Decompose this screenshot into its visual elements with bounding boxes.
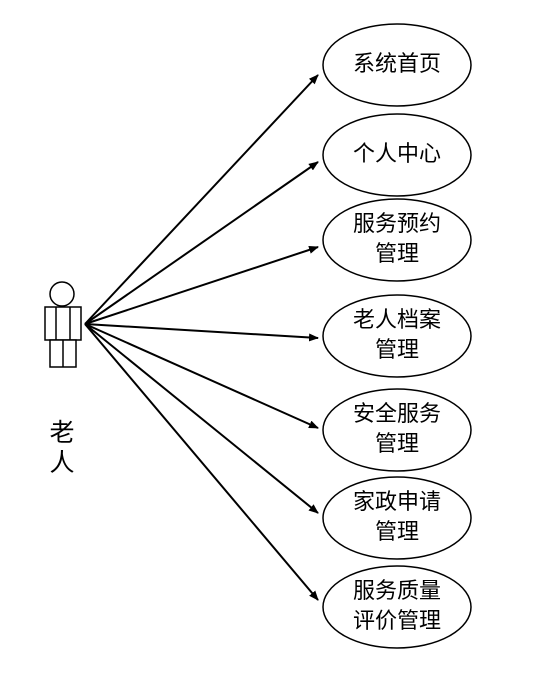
actor-head xyxy=(49,281,75,307)
use-case-label-elder-records: 老人档案 管理 xyxy=(323,306,471,366)
use-case-text: 家政申请 xyxy=(352,490,441,515)
use-case-label-quality-evaluation: 服务质量 评价管理 xyxy=(323,577,471,637)
use-case-label-personal-center: 个人中心 xyxy=(323,140,471,170)
use-case-label-safety-service: 安全服务 管理 xyxy=(323,400,471,460)
association-arrow-7 xyxy=(84,323,319,601)
use-case-ellipse-3 xyxy=(322,198,472,282)
use-case-text: 管理 xyxy=(374,520,419,545)
use-case-text: 安全服务 xyxy=(352,402,441,427)
use-case-text: 评价管理 xyxy=(352,609,441,634)
use-case-text: 管理 xyxy=(374,242,419,267)
use-case-label-housekeeping: 家政申请 管理 xyxy=(323,488,471,548)
association-arrow-4 xyxy=(84,323,319,342)
association-arrow-5 xyxy=(84,323,319,429)
use-case-text: 管理 xyxy=(374,432,419,457)
use-case-ellipse-4 xyxy=(322,294,472,378)
association-arrow-2 xyxy=(84,161,319,325)
use-case-ellipse-2 xyxy=(322,113,472,197)
use-case-text: 管理 xyxy=(374,338,419,363)
use-case-ellipse-6 xyxy=(322,476,472,560)
use-case-ellipse-5 xyxy=(322,388,472,472)
use-case-text: 服务预约 xyxy=(352,212,441,237)
use-case-label-home: 系统首页 xyxy=(323,50,471,80)
use-case-text: 系统首页 xyxy=(352,52,441,77)
association-arrow-3 xyxy=(84,246,319,325)
association-arrow-1 xyxy=(84,74,319,325)
use-case-text: 老人档案 xyxy=(352,308,441,333)
use-case-label-service-booking: 服务预约 管理 xyxy=(323,210,471,270)
association-arrow-6 xyxy=(84,323,319,514)
actor-label-line2: 人 xyxy=(49,448,75,477)
actor-label-line1: 老 xyxy=(49,418,75,447)
actor-figure xyxy=(44,281,82,368)
use-case-text: 服务质量 xyxy=(352,579,441,604)
actor-body xyxy=(44,306,82,341)
actor-label: 老 人 xyxy=(42,418,82,478)
use-case-ellipse-7 xyxy=(322,565,472,649)
use-case-ellipse-1 xyxy=(322,23,472,107)
use-case-text: 个人中心 xyxy=(352,142,441,167)
